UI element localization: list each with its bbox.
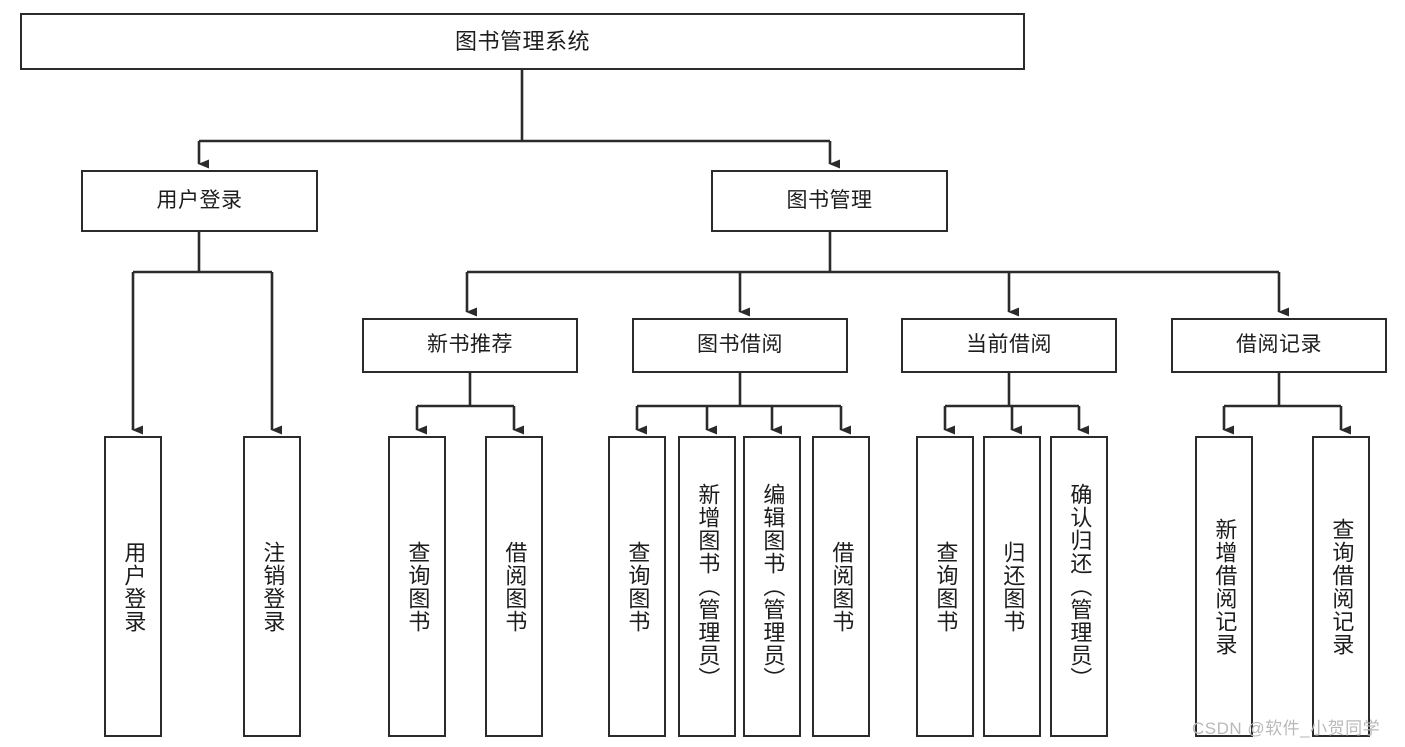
node-user-login[interactable]: 用户登录: [81, 170, 318, 232]
node-label: 编辑图书（管理员）: [760, 483, 786, 690]
leaf-borrow-query-book[interactable]: 查询图书: [608, 436, 666, 737]
node-book-borrow[interactable]: 图书借阅: [632, 318, 848, 373]
node-label: 新书推荐: [427, 333, 513, 357]
leaf-current-return-book[interactable]: 归还图书: [983, 436, 1041, 737]
leaf-borrow-borrow-book[interactable]: 借阅图书: [812, 436, 870, 737]
node-book-management[interactable]: 图书管理: [711, 170, 948, 232]
node-label: 图书管理系统: [454, 28, 590, 54]
leaf-record-add-record[interactable]: 新增借阅记录: [1195, 436, 1253, 737]
leaf-user-login-login[interactable]: 用户登录: [104, 436, 162, 737]
node-label: 新增图书（管理员）: [695, 483, 721, 690]
node-label: 用户登录: [156, 188, 243, 212]
node-label: 图书借阅: [697, 333, 783, 357]
leaf-recommend-query-book[interactable]: 查询图书: [388, 436, 446, 737]
node-label: 借阅图书: [502, 540, 528, 633]
node-label: 查询借阅记录: [1329, 517, 1355, 656]
node-new-book-recommend[interactable]: 新书推荐: [362, 318, 578, 373]
leaf-current-query-book[interactable]: 查询图书: [916, 436, 974, 737]
node-label: 查询图书: [933, 540, 959, 633]
node-label: 注销登录: [260, 540, 286, 633]
node-label: 查询图书: [405, 540, 431, 633]
node-current-borrow[interactable]: 当前借阅: [901, 318, 1117, 373]
node-label: 图书管理: [786, 188, 873, 212]
node-label: 归还图书: [1000, 540, 1026, 633]
leaf-borrow-edit-book-admin[interactable]: 编辑图书（管理员）: [743, 436, 801, 737]
leaf-recommend-borrow-book[interactable]: 借阅图书: [485, 436, 543, 737]
node-label: 确认归还（管理员）: [1067, 483, 1093, 690]
leaf-current-confirm-return-admin[interactable]: 确认归还（管理员）: [1050, 436, 1108, 737]
node-label: 当前借阅: [966, 333, 1052, 357]
leaf-record-query-record[interactable]: 查询借阅记录: [1312, 436, 1370, 737]
node-borrow-record[interactable]: 借阅记录: [1171, 318, 1387, 373]
leaf-user-login-logout[interactable]: 注销登录: [243, 436, 301, 737]
node-label: 借阅图书: [829, 540, 855, 633]
node-label: 新增借阅记录: [1212, 517, 1238, 656]
node-label: 借阅记录: [1236, 333, 1322, 357]
node-label: 查询图书: [625, 540, 651, 633]
node-label: 用户登录: [121, 540, 147, 633]
node-root-system[interactable]: 图书管理系统: [20, 13, 1025, 70]
leaf-borrow-add-book-admin[interactable]: 新增图书（管理员）: [678, 436, 736, 737]
